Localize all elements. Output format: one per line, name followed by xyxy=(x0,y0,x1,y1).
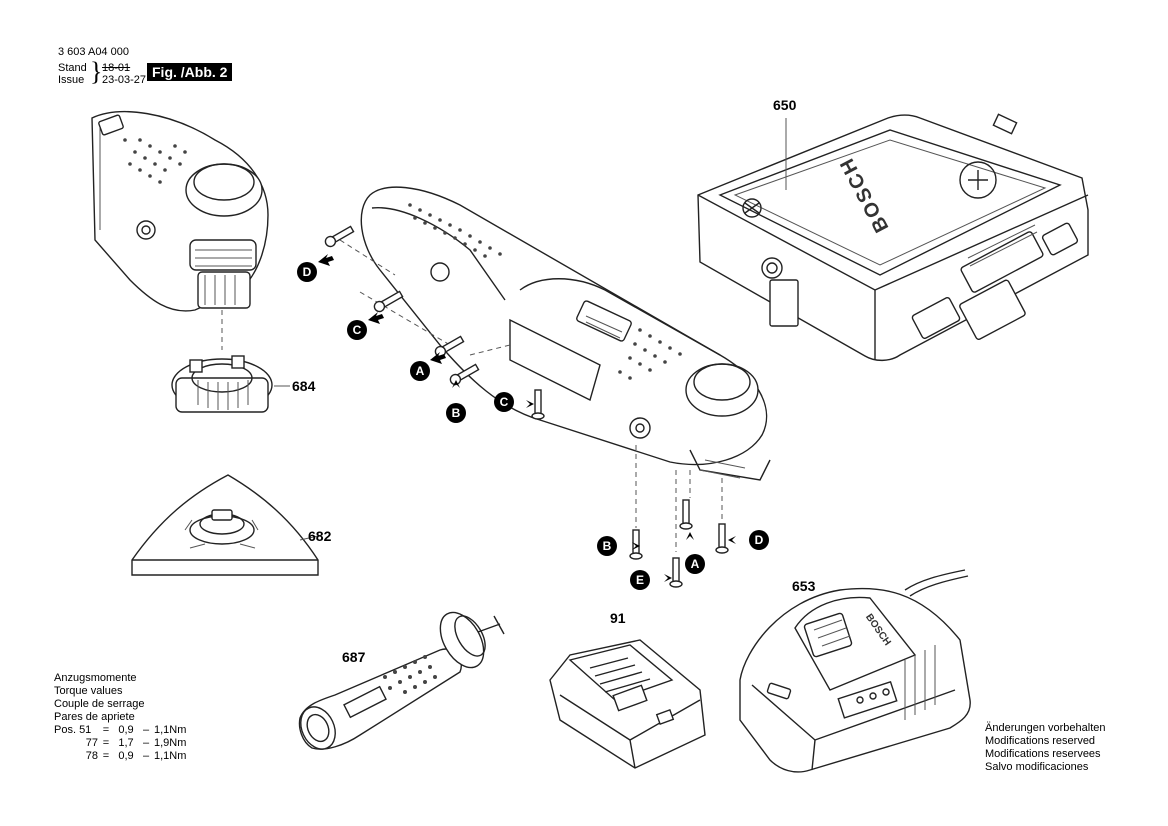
marker-a-upper: A xyxy=(410,361,430,381)
part-682-drawing xyxy=(131,474,319,576)
bracket-icon: } xyxy=(90,57,103,86)
part-650-drawing xyxy=(697,113,1089,362)
torque-min: 0,9 xyxy=(118,750,134,762)
marker-arrows xyxy=(318,254,744,582)
torque-pos: 77 xyxy=(85,737,98,749)
torque-title-en: Torque values xyxy=(54,685,123,697)
torque-pos: Pos. 51 xyxy=(54,724,92,736)
torque-eq: = xyxy=(102,724,110,736)
stand-old-date: 18-01 xyxy=(102,62,131,74)
torque-max: 1,1Nm xyxy=(154,724,187,736)
torque-min: 1,7 xyxy=(118,737,134,749)
torque-dash: – xyxy=(142,750,150,762)
torque-notes: Anzugsmomente Torque values Couple de se… xyxy=(54,672,186,763)
doc-number: 3 603 A04 000 xyxy=(58,46,129,58)
issue-label: Issue xyxy=(58,74,85,86)
torque-eq: = xyxy=(102,750,110,762)
part-number-687: 687 xyxy=(342,649,366,665)
marker-d-lower: D xyxy=(749,530,769,550)
marker-c-left: C xyxy=(347,320,367,340)
part-number-684: 684 xyxy=(292,378,316,394)
part-653-drawing xyxy=(739,569,971,773)
torque-pos: 78 xyxy=(85,750,98,762)
torque-row: 77 = 1,7 – 1,9Nm xyxy=(54,737,187,750)
modifications-note: Änderungen vorbehalten Modifications res… xyxy=(985,722,1105,774)
part-number-682: 682 xyxy=(308,528,332,544)
part-number-650: 650 xyxy=(773,97,797,113)
part-number-653: 653 xyxy=(792,578,816,594)
torque-title-de: Anzugsmomente xyxy=(54,672,137,684)
marker-e: E xyxy=(630,570,650,590)
torque-max: 1,9Nm xyxy=(154,737,187,749)
marker-d-upper: D xyxy=(297,262,317,282)
torque-min: 0,9 xyxy=(118,724,134,736)
marker-b-lower: B xyxy=(597,536,617,556)
modifications-de: Änderungen vorbehalten xyxy=(985,722,1106,734)
modifications-fr: Modifications reservees xyxy=(985,748,1101,760)
figure-label: Fig. /Abb. 2 xyxy=(147,63,233,81)
marker-b-upper: B xyxy=(446,403,466,423)
part-number-91: 91 xyxy=(610,610,626,626)
torque-dash: – xyxy=(142,737,150,749)
torque-dash: – xyxy=(142,724,150,736)
screws-drawing xyxy=(324,225,729,588)
torque-eq: = xyxy=(102,737,110,749)
modifications-es: Salvo modificaciones xyxy=(985,761,1089,773)
modifications-en: Modifications reserved xyxy=(985,735,1096,747)
torque-row: Pos. 51 = 0,9 – 1,1Nm xyxy=(54,724,186,737)
issue-date: 23-03-27 xyxy=(102,74,147,86)
marker-c-right: C xyxy=(494,392,514,412)
torque-title-es: Pares de apriete xyxy=(54,711,135,723)
stand-label: Stand xyxy=(58,62,87,74)
part-91-drawing xyxy=(549,639,706,769)
torque-title-fr: Couple de serrage xyxy=(54,698,145,710)
marker-a-lower: A xyxy=(685,554,705,574)
torque-row: 78 = 0,9 – 1,1Nm xyxy=(54,750,187,763)
part-684-drawing xyxy=(171,355,273,413)
tool-head-drawing xyxy=(91,111,269,350)
main-tool-drawing xyxy=(339,186,771,552)
part-687-drawing xyxy=(298,611,505,750)
torque-max: 1,1Nm xyxy=(154,750,187,762)
